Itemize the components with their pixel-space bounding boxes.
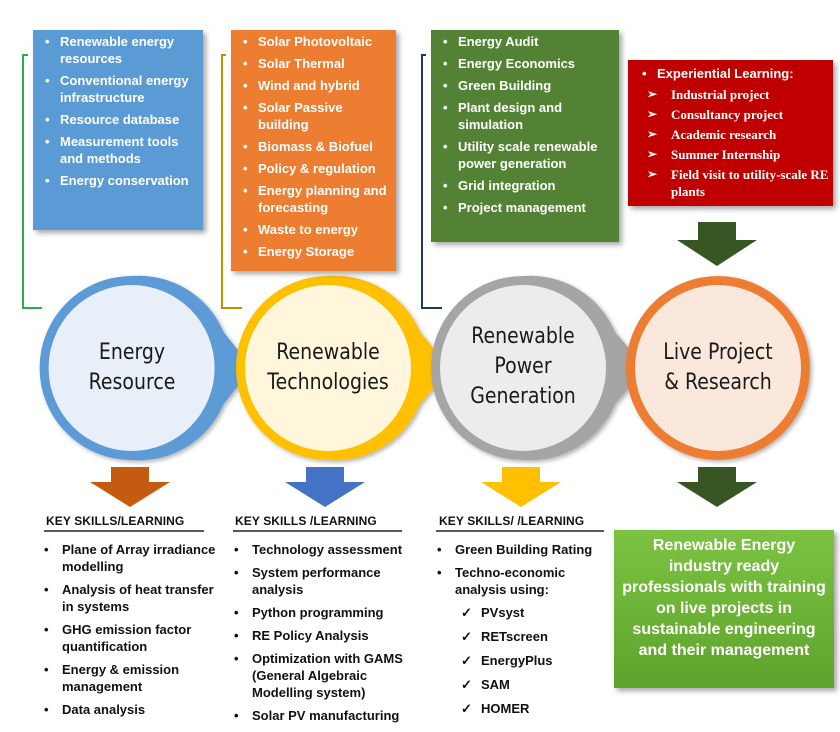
skill-item: Techno-economic analysis using: — [433, 564, 613, 598]
topic-item: Wind and hybrid — [234, 77, 392, 94]
circle-label-line: Renewable — [276, 340, 380, 365]
topic-item: Energy Storage — [234, 243, 392, 260]
circle-energy-resource — [39, 275, 252, 461]
circle-label-line: Power — [494, 354, 552, 379]
skills-title-renewable-power-generation: KEY SKILLS/ /LEARNING — [439, 514, 585, 528]
skills-title-renewable-technologies: KEY SKILLS /LEARNING — [235, 514, 377, 528]
circle-label-line: Generation — [470, 384, 576, 409]
experiential-learning-box: Experiential Learning: Industrial projec… — [628, 60, 833, 206]
topic-item: Energy Economics — [434, 55, 615, 72]
topic-item: Plant design and simulation — [434, 99, 615, 133]
skill-item: Solar PV manufacturing — [230, 707, 428, 724]
topic-item: Resource database — [36, 111, 199, 128]
circle-label-energy-resource: Energy Resource — [72, 338, 192, 398]
circle-label-line: Resource — [88, 370, 176, 395]
circle-label-line: & Research — [664, 370, 772, 395]
topic-item: Green Building — [434, 77, 615, 94]
tool-item: SAM — [433, 676, 613, 693]
topic-item: Solar Passive building — [234, 99, 392, 133]
tool-item: RETscreen — [433, 628, 613, 645]
skill-item: GHG emission factor quantification — [40, 621, 220, 655]
tool-item: PVsyst — [433, 604, 613, 621]
connector-line-2 — [221, 54, 242, 309]
experiential-item: Academic research — [633, 126, 829, 143]
down-arrow-4 — [677, 467, 757, 507]
experiential-item: Field visit to utility-scale RE plants — [633, 166, 829, 200]
topic-item: Waste to energy — [234, 221, 392, 238]
topic-item: Project management — [434, 199, 615, 216]
skill-item: Analysis of heat transfer in systems — [40, 581, 220, 615]
circle-label-renewable-power-generation: Renewable Power Generation — [459, 322, 588, 412]
circle-label-live-project-research: Live Project & Research — [649, 338, 787, 398]
topics-box-renewable-power-generation: Energy AuditEnergy EconomicsGreen Buildi… — [431, 30, 619, 242]
experiential-item: Consultancy project — [633, 106, 829, 123]
down-arrow-3 — [481, 467, 561, 507]
down-arrow-experiential — [677, 222, 757, 266]
topic-item: Energy planning and forecasting — [234, 182, 392, 216]
skills-list-renewable-technologies: Technology assessmentSystem performance … — [230, 541, 428, 730]
topic-item: Measurement tools and methods — [36, 133, 199, 167]
topic-item: Grid integration — [434, 177, 615, 194]
experiential-item: Summer Internship — [633, 146, 829, 163]
topics-box-energy-resource: Renewable energy resourcesConventional e… — [33, 30, 203, 230]
skill-item: System performance analysis — [230, 564, 428, 598]
connector-line-3 — [421, 54, 442, 309]
circle-label-line: Energy — [98, 340, 166, 365]
topic-item: Conventional energy infrastructure — [36, 72, 199, 106]
skill-item: Green Building Rating — [433, 541, 613, 558]
skill-item: Plane of Array irradiance modelling — [40, 541, 220, 575]
skill-item: Technology assessment — [230, 541, 428, 558]
circle-renewable-power-generation — [431, 275, 646, 461]
topic-item: Renewable energy resources — [36, 33, 199, 67]
experiential-item: Industrial project — [633, 86, 829, 103]
topic-item: Solar Thermal — [234, 55, 392, 72]
connector-line-1 — [22, 54, 42, 309]
skill-item: Optimization with GAMS (General Algebrai… — [230, 650, 428, 701]
topic-item: Energy conservation — [36, 172, 199, 189]
circle-label-line: Renewable — [471, 324, 575, 349]
circle-live-project-research — [626, 276, 810, 460]
skill-item: Python programming — [230, 604, 428, 621]
skills-list-renewable-power-generation: Green Building RatingTechno-economic ana… — [433, 541, 613, 724]
tool-item: HOMER — [433, 700, 613, 717]
topic-item: Policy & regulation — [234, 160, 392, 177]
experiential-learning-title: Experiential Learning: — [633, 65, 829, 82]
skills-list-energy-resource: Plane of Array irradiance modellingAnaly… — [40, 541, 220, 724]
skill-item: Energy & emission management — [40, 661, 220, 695]
circle-label-line: Technologies — [267, 370, 389, 395]
topic-item: Biomass & Biofuel — [234, 138, 392, 155]
skills-title-energy-resource: KEY SKILLS/LEARNING — [46, 514, 185, 528]
outcome-box: Renewable Energy industry ready professi… — [614, 530, 834, 688]
skill-item: Data analysis — [40, 701, 220, 718]
skill-item: RE Policy Analysis — [230, 627, 428, 644]
down-arrow-1 — [90, 467, 170, 507]
topic-item: Solar Photovoltaic — [234, 33, 392, 50]
topic-item: Utility scale renewable power generation — [434, 138, 615, 172]
circle-label-renewable-technologies: Renewable Technologies — [259, 338, 397, 398]
circle-label-line: Live Project — [663, 340, 773, 365]
topics-box-renewable-technologies: Solar PhotovoltaicSolar ThermalWind and … — [231, 30, 396, 271]
tool-item: EnergyPlus — [433, 652, 613, 669]
circle-renewable-technologies — [236, 275, 450, 461]
topic-item: Energy Audit — [434, 33, 615, 50]
down-arrow-2 — [285, 467, 365, 507]
